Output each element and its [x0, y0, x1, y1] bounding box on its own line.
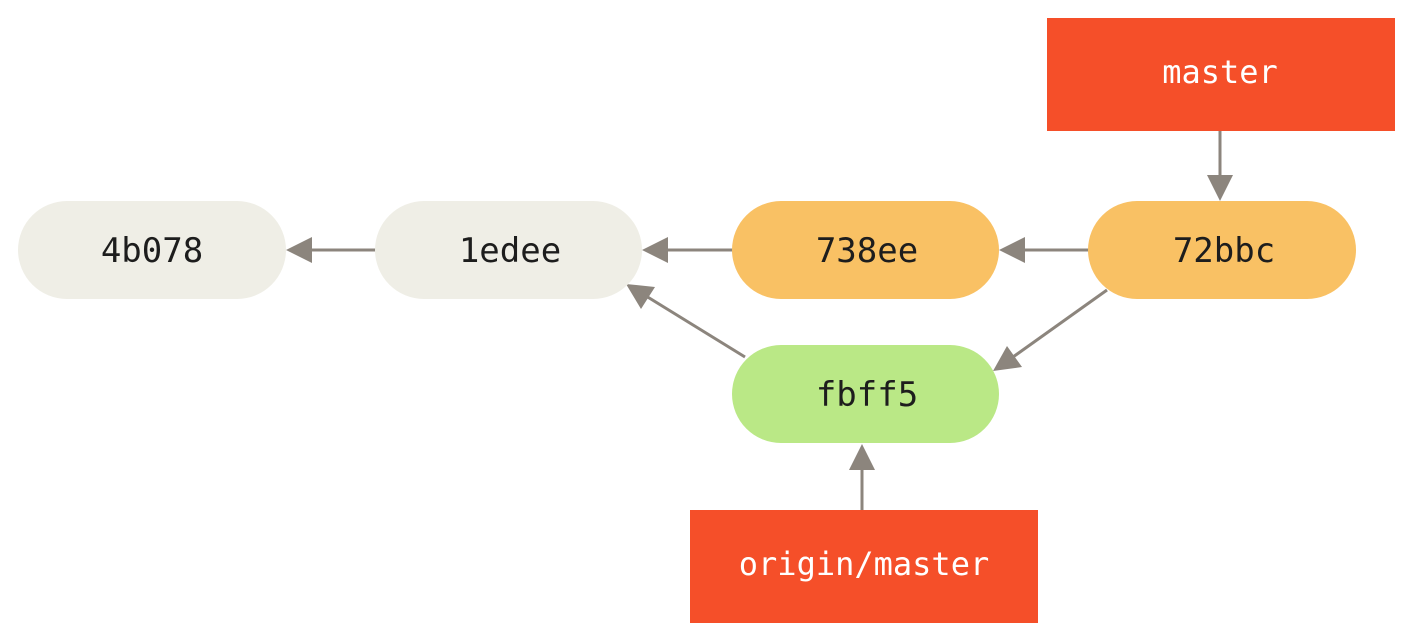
commit-pill — [1088, 201, 1356, 299]
commit-node: fbff5 — [732, 345, 999, 443]
edge-72bbc-to-fbff5 — [1012, 288, 1108, 359]
commit-node: 1edee — [375, 201, 642, 299]
commit-pill — [18, 201, 286, 299]
commit-label: 1edee — [459, 231, 561, 271]
arrowhead-icon — [626, 284, 655, 309]
branch-ref-origin-master: origin/master — [690, 510, 1038, 623]
branch-refs: master origin/master — [690, 18, 1395, 623]
arrowhead-icon — [1207, 175, 1233, 201]
commit-pill — [732, 345, 999, 443]
arrowhead-icon — [993, 346, 1022, 371]
commit-pill — [732, 201, 999, 299]
arrowhead-icon — [999, 237, 1025, 263]
commit-label: 4b078 — [101, 231, 203, 271]
commit-node: 738ee — [732, 201, 999, 299]
commit-nodes: 4b078 1edee 738ee 72bbc fbff5 — [18, 201, 1356, 443]
commit-node: 72bbc — [1088, 201, 1356, 299]
commit-label: 738ee — [816, 231, 918, 271]
branch-box — [690, 510, 1038, 623]
branch-label: master — [1162, 53, 1278, 91]
arrowhead-icon — [642, 237, 668, 263]
arrowhead-icon — [849, 444, 875, 470]
commit-label: 72bbc — [1173, 231, 1275, 271]
commit-pill — [375, 201, 642, 299]
edge-fbff5-to-1edee — [645, 294, 746, 359]
edges — [286, 131, 1233, 510]
commit-label: fbff5 — [816, 375, 918, 415]
branch-ref-master: master — [1047, 18, 1395, 131]
arrowhead-icon — [286, 237, 312, 263]
branch-box — [1047, 18, 1395, 131]
branch-label: origin/master — [739, 545, 989, 583]
commit-node: 4b078 — [18, 201, 286, 299]
